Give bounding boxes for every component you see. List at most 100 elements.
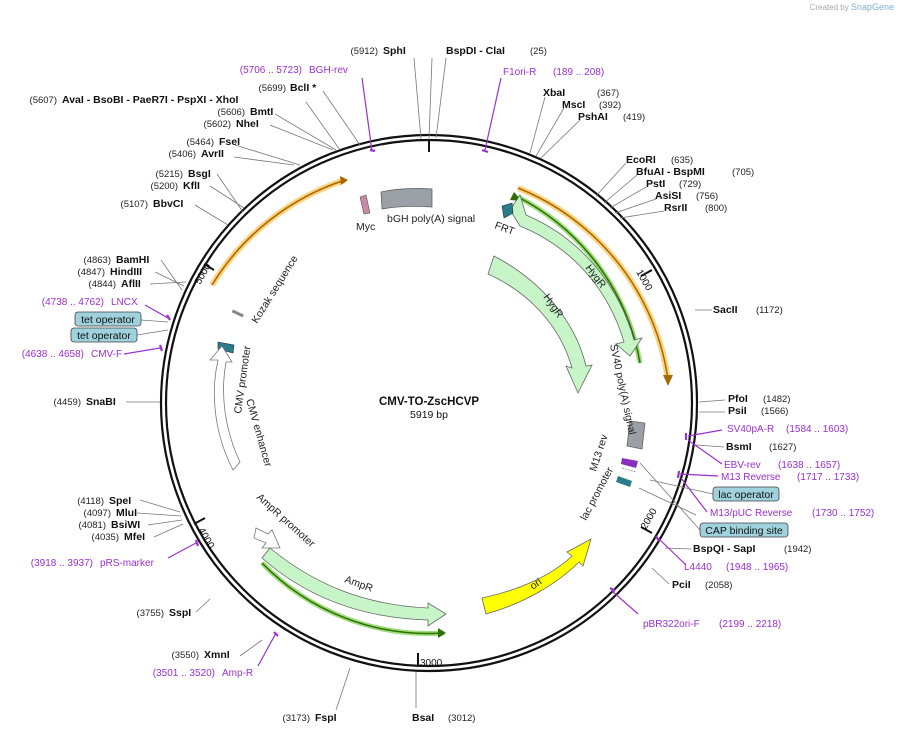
primer-m13-reverse[interactable]: M13 Reverse [721, 472, 781, 483]
cmv-enhancer-feature [209, 345, 241, 471]
enzyme-bspqi-pos: (1942) [784, 544, 811, 555]
primer-ebv-rev-range: (1638 .. 1657) [778, 460, 840, 471]
kozak-feature [231, 309, 244, 318]
primer-l4440[interactable]: L4440 [684, 562, 712, 573]
orf-left-arrow [211, 179, 346, 286]
frt-feature [501, 202, 514, 219]
enzyme-fspi-pos: (3173) [283, 713, 310, 724]
enzyme-avai-pos: (5607) [30, 95, 57, 106]
enzyme-bamhi[interactable]: BamHI [116, 254, 149, 266]
lac-operator-label[interactable]: lac operator [718, 489, 774, 501]
plasmid-length: 5919 bp [410, 409, 448, 421]
primer-m13-reverse-range: (1717 .. 1733) [797, 472, 859, 483]
enzyme-avrii-pos: (5406) [169, 149, 196, 160]
enzyme-xbai-pos: (367) [597, 88, 619, 99]
enzyme-bsmi[interactable]: BsmI [726, 441, 752, 453]
enzyme-fspi[interactable]: FspI [315, 712, 337, 724]
enzyme-sacii[interactable]: SacII [713, 304, 738, 316]
primer-f1ori-r[interactable]: F1ori-R [503, 67, 536, 78]
primer-cmv-f-range: (4638 .. 4658) [22, 349, 84, 360]
tick-label-3000: 3000 [420, 658, 443, 669]
enzyme-rsrii-pos: (800) [705, 203, 727, 214]
enzyme-kfli[interactable]: KflI [183, 180, 200, 192]
primer-m13-puc-reverse-range: (1730 .. 1752) [812, 508, 874, 519]
cmv-promoter-box [217, 341, 235, 354]
enzyme-bsgi[interactable]: BsgI [188, 168, 211, 180]
primer-pbr322ori-f[interactable]: pBR322ori-F [643, 619, 700, 630]
m13-rev-feature [621, 458, 638, 468]
tet-operator-label-1[interactable]: tet operator [81, 314, 135, 326]
primer-prs-marker-range: (3918 .. 3937) [31, 558, 93, 569]
enzyme-psii[interactable]: PsiI [728, 405, 747, 417]
primer-leader-lines [123, 77, 723, 667]
enzyme-psti[interactable]: PstI [646, 178, 665, 190]
ampr-orf-head [438, 628, 446, 638]
tick-4000 [193, 517, 206, 525]
ampr-promoter-feature [253, 527, 281, 549]
enzyme-ecori[interactable]: EcoRI [626, 154, 656, 166]
enzyme-bcli[interactable]: BclI * [290, 82, 317, 94]
primer-prs-marker[interactable]: pRS-marker [100, 558, 155, 569]
enzyme-hindiii[interactable]: HindIII [110, 266, 142, 278]
enzyme-nhei[interactable]: NheI [236, 118, 259, 130]
enzyme-fsei[interactable]: FseI [219, 136, 240, 148]
tick-2000 [640, 526, 653, 534]
enzyme-bamhi-pos: (4863) [84, 255, 111, 266]
primer-bgh-rev[interactable]: BGH-rev [309, 65, 348, 76]
enzyme-bsiwi[interactable]: BsiWI [111, 519, 140, 531]
enzyme-mfei[interactable]: MfeI [124, 531, 145, 543]
enzyme-xmni[interactable]: XmnI [204, 649, 230, 661]
primer-labels: (5706 .. 5723) BGH-rev F1ori-R (189 .. 2… [22, 65, 875, 679]
enzyme-bsai[interactable]: BsaI [412, 712, 434, 724]
cap-binding-site-label[interactable]: CAP binding site [705, 525, 783, 537]
enzyme-aflii[interactable]: AflII [121, 278, 141, 290]
enzyme-rsrii[interactable]: RsrII [664, 202, 687, 214]
primer-amp-r[interactable]: Amp-R [222, 668, 253, 679]
enzyme-avai-group[interactable]: AvaI - BsoBI - PaeR7I - PspXI - XhoI [62, 94, 238, 106]
enzyme-bspdi-pos: (25) [530, 46, 547, 57]
enzyme-hindiii-pos: (4847) [78, 267, 105, 278]
enzyme-sphi[interactable]: SphI [383, 45, 406, 57]
enzyme-xbai[interactable]: XbaI [543, 87, 565, 99]
enzyme-bspqi-sapi[interactable]: BspQI - SapI [693, 543, 756, 555]
lac-operator-box [712, 486, 780, 502]
enzyme-aflii-pos: (4844) [89, 279, 116, 290]
lac-promoter-feature [621, 467, 637, 473]
primer-m13-puc-reverse[interactable]: M13/pUC Reverse [710, 508, 793, 519]
sv40-polya-feature [626, 420, 646, 450]
enzyme-pcii[interactable]: PciI [672, 579, 691, 591]
enzyme-sspi[interactable]: SspI [169, 607, 191, 619]
primer-sv40pa-r[interactable]: SV40pA-R [727, 424, 774, 435]
primer-ebv-rev[interactable]: EBV-rev [724, 460, 761, 471]
tet-operator-label-2[interactable]: tet operator [77, 330, 131, 342]
feature-label-kozak: Kozak sequence [249, 253, 300, 325]
enzyme-pshai[interactable]: PshAI [578, 111, 608, 123]
enzyme-psti-pos: (729) [679, 179, 701, 190]
enzyme-bfuai-bspmi[interactable]: BfuAI - BspMI [636, 166, 705, 178]
feature-label-sv40: SV40 poly(A) signal [607, 343, 638, 436]
enzyme-mlui[interactable]: MluI [116, 507, 137, 519]
orf-right-arrow [517, 187, 669, 381]
enzyme-ecori-pos: (635) [671, 155, 693, 166]
enzyme-kfli-pos: (5200) [151, 181, 178, 192]
ampr-orf-arrow [261, 562, 445, 635]
cap-binding-site-box [699, 522, 789, 538]
primer-cmv-f[interactable]: CMV-F [91, 349, 122, 360]
enzyme-pfoi[interactable]: PfoI [728, 393, 748, 405]
bgh-polya-feature [380, 188, 433, 210]
primer-sv40pa-r-range: (1584 .. 1603) [786, 424, 848, 435]
enzyme-xmni-pos: (3550) [172, 650, 199, 661]
myc-feature [359, 194, 371, 215]
enzyme-avrii[interactable]: AvrII [201, 148, 224, 160]
primer-amp-r-range: (3501 .. 3520) [153, 668, 215, 679]
enzyme-asisi[interactable]: AsiSI [655, 190, 681, 202]
enzyme-bbvci[interactable]: BbvCI [153, 198, 183, 210]
enzyme-snabi[interactable]: SnaBI [86, 396, 116, 408]
enzyme-msci[interactable]: MscI [562, 99, 585, 111]
enzyme-bmti[interactable]: BmtI [250, 106, 273, 118]
enzyme-spei[interactable]: SpeI [109, 495, 131, 507]
enzyme-bspdi-clai[interactable]: BspDI - ClaI [446, 45, 505, 57]
feature-label-ampr: AmpR [343, 574, 375, 595]
primer-lncx[interactable]: LNCX [111, 297, 138, 308]
